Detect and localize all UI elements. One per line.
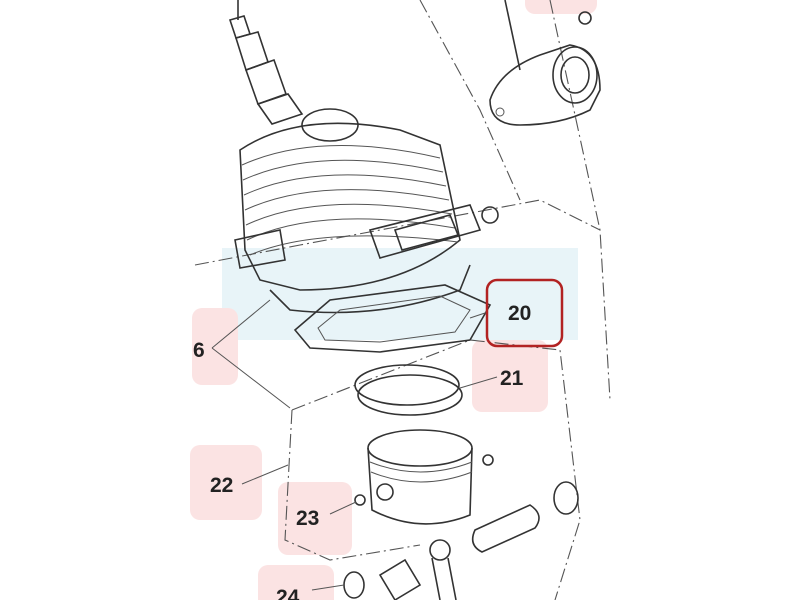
callout-20-highlight-box — [485, 278, 564, 348]
callout-bg-21 — [472, 340, 548, 412]
callout-20[interactable]: 20 — [508, 302, 531, 325]
spark-plug — [228, 0, 304, 125]
callout-bg-23 — [278, 482, 352, 555]
callout-24: 24 — [276, 586, 300, 600]
callout-6: 6 — [193, 339, 205, 362]
callout-bg-top — [525, 0, 597, 14]
cylinder — [234, 108, 499, 314]
callout-bg-6 — [192, 308, 238, 385]
cylinder-gasket — [293, 284, 492, 353]
piston-rings — [354, 364, 463, 416]
callout-22: 22 — [210, 474, 233, 497]
highlight-band — [222, 248, 578, 340]
callout-21: 21 — [500, 367, 524, 390]
piston-pin-and-bearing — [343, 481, 579, 600]
piston — [354, 429, 494, 525]
callout-bg-24 — [258, 565, 334, 600]
leader-lines — [211, 299, 498, 591]
callout-bg-22 — [190, 445, 262, 520]
intake-manifold — [489, 0, 601, 126]
callout-23: 23 — [296, 507, 319, 530]
